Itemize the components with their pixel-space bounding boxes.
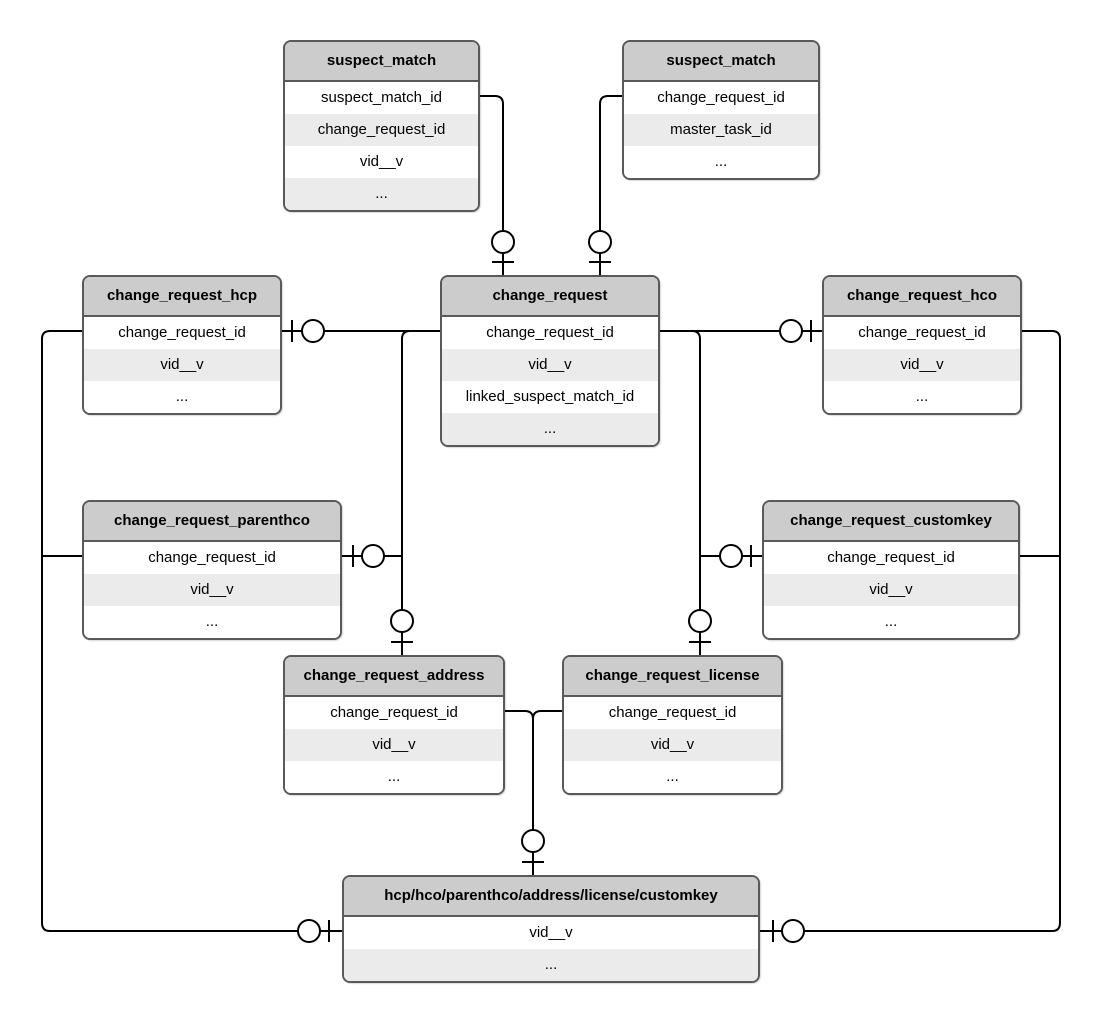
column-row: change_request_id: [564, 697, 781, 729]
table-title: hcp/hco/parenthco/address/license/custom…: [344, 877, 758, 917]
column-row: change_request_id: [824, 317, 1020, 349]
zero-marker-circle: [688, 609, 712, 633]
zero-marker-circle: [719, 544, 743, 568]
table-change-request-license[interactable]: change_request_license change_request_id…: [562, 655, 783, 795]
column-row: suspect_match_id: [285, 82, 478, 114]
zero-marker-circle: [297, 919, 321, 943]
column-row: ...: [84, 381, 280, 413]
column-row: vid__v: [442, 349, 658, 381]
zero-marker-circle: [361, 544, 385, 568]
column-row: ...: [624, 146, 818, 178]
zero-marker-circle: [521, 829, 545, 853]
edge-suspectmatch-right-changerequest: [599, 95, 622, 275]
table-title: change_request_customkey: [764, 502, 1018, 542]
column-row: linked_suspect_match_id: [442, 381, 658, 413]
table-title: suspect_match: [624, 42, 818, 82]
zero-marker-circle: [491, 230, 515, 254]
column-row: vid__v: [764, 574, 1018, 606]
table-change-request-hco[interactable]: change_request_hco change_request_id vid…: [822, 275, 1022, 415]
table-suspect-match-left[interactable]: suspect_match suspect_match_id change_re…: [283, 40, 480, 212]
column-row: ...: [564, 761, 781, 793]
table-title: suspect_match: [285, 42, 478, 82]
table-title: change_request_address: [285, 657, 503, 697]
column-row: vid__v: [344, 917, 758, 949]
edge-changerequest-license: [660, 330, 701, 655]
column-row: change_request_id: [764, 542, 1018, 574]
table-change-request-parenthco[interactable]: change_request_parenthco change_request_…: [82, 500, 342, 640]
column-row: change_request_id: [285, 697, 503, 729]
table-title: change_request: [442, 277, 658, 317]
column-row: ...: [764, 606, 1018, 638]
column-row: ...: [84, 606, 340, 638]
column-row: change_request_id: [84, 317, 280, 349]
column-row: ...: [824, 381, 1020, 413]
edge-suspectmatch-left-changerequest: [480, 95, 504, 275]
column-row: master_task_id: [624, 114, 818, 146]
column-row: vid__v: [285, 729, 503, 761]
column-row: change_request_id: [624, 82, 818, 114]
edge-hco-union: [760, 330, 1061, 932]
column-row: ...: [344, 949, 758, 981]
column-row: vid__v: [84, 349, 280, 381]
table-suspect-match-right[interactable]: suspect_match change_request_id master_t…: [622, 40, 820, 180]
table-change-request-address[interactable]: change_request_address change_request_id…: [283, 655, 505, 795]
edge-changerequest-address: [401, 330, 440, 655]
column-row: vid__v: [84, 574, 340, 606]
zero-marker-circle: [588, 230, 612, 254]
table-change-request-hcp[interactable]: change_request_hcp change_request_id vid…: [82, 275, 282, 415]
zero-marker-circle: [779, 319, 803, 343]
column-row: ...: [285, 178, 478, 210]
column-row: vid__v: [285, 146, 478, 178]
table-change-request[interactable]: change_request change_request_id vid__v …: [440, 275, 660, 447]
table-change-request-customkey[interactable]: change_request_customkey change_request_…: [762, 500, 1020, 640]
column-row: change_request_id: [84, 542, 340, 574]
column-row: vid__v: [564, 729, 781, 761]
zero-marker-circle: [781, 919, 805, 943]
edge-hcp-union: [41, 330, 342, 932]
table-entity-union[interactable]: hcp/hco/parenthco/address/license/custom…: [342, 875, 760, 983]
zero-marker-circle: [390, 609, 414, 633]
table-title: change_request_license: [564, 657, 781, 697]
column-row: ...: [285, 761, 503, 793]
column-row: ...: [442, 413, 658, 445]
edge-license-union: [532, 710, 562, 720]
zero-marker-circle: [301, 319, 325, 343]
column-row: change_request_id: [285, 114, 478, 146]
table-title: change_request_parenthco: [84, 502, 340, 542]
column-row: change_request_id: [442, 317, 658, 349]
table-title: change_request_hcp: [84, 277, 280, 317]
table-title: change_request_hco: [824, 277, 1020, 317]
column-row: vid__v: [824, 349, 1020, 381]
